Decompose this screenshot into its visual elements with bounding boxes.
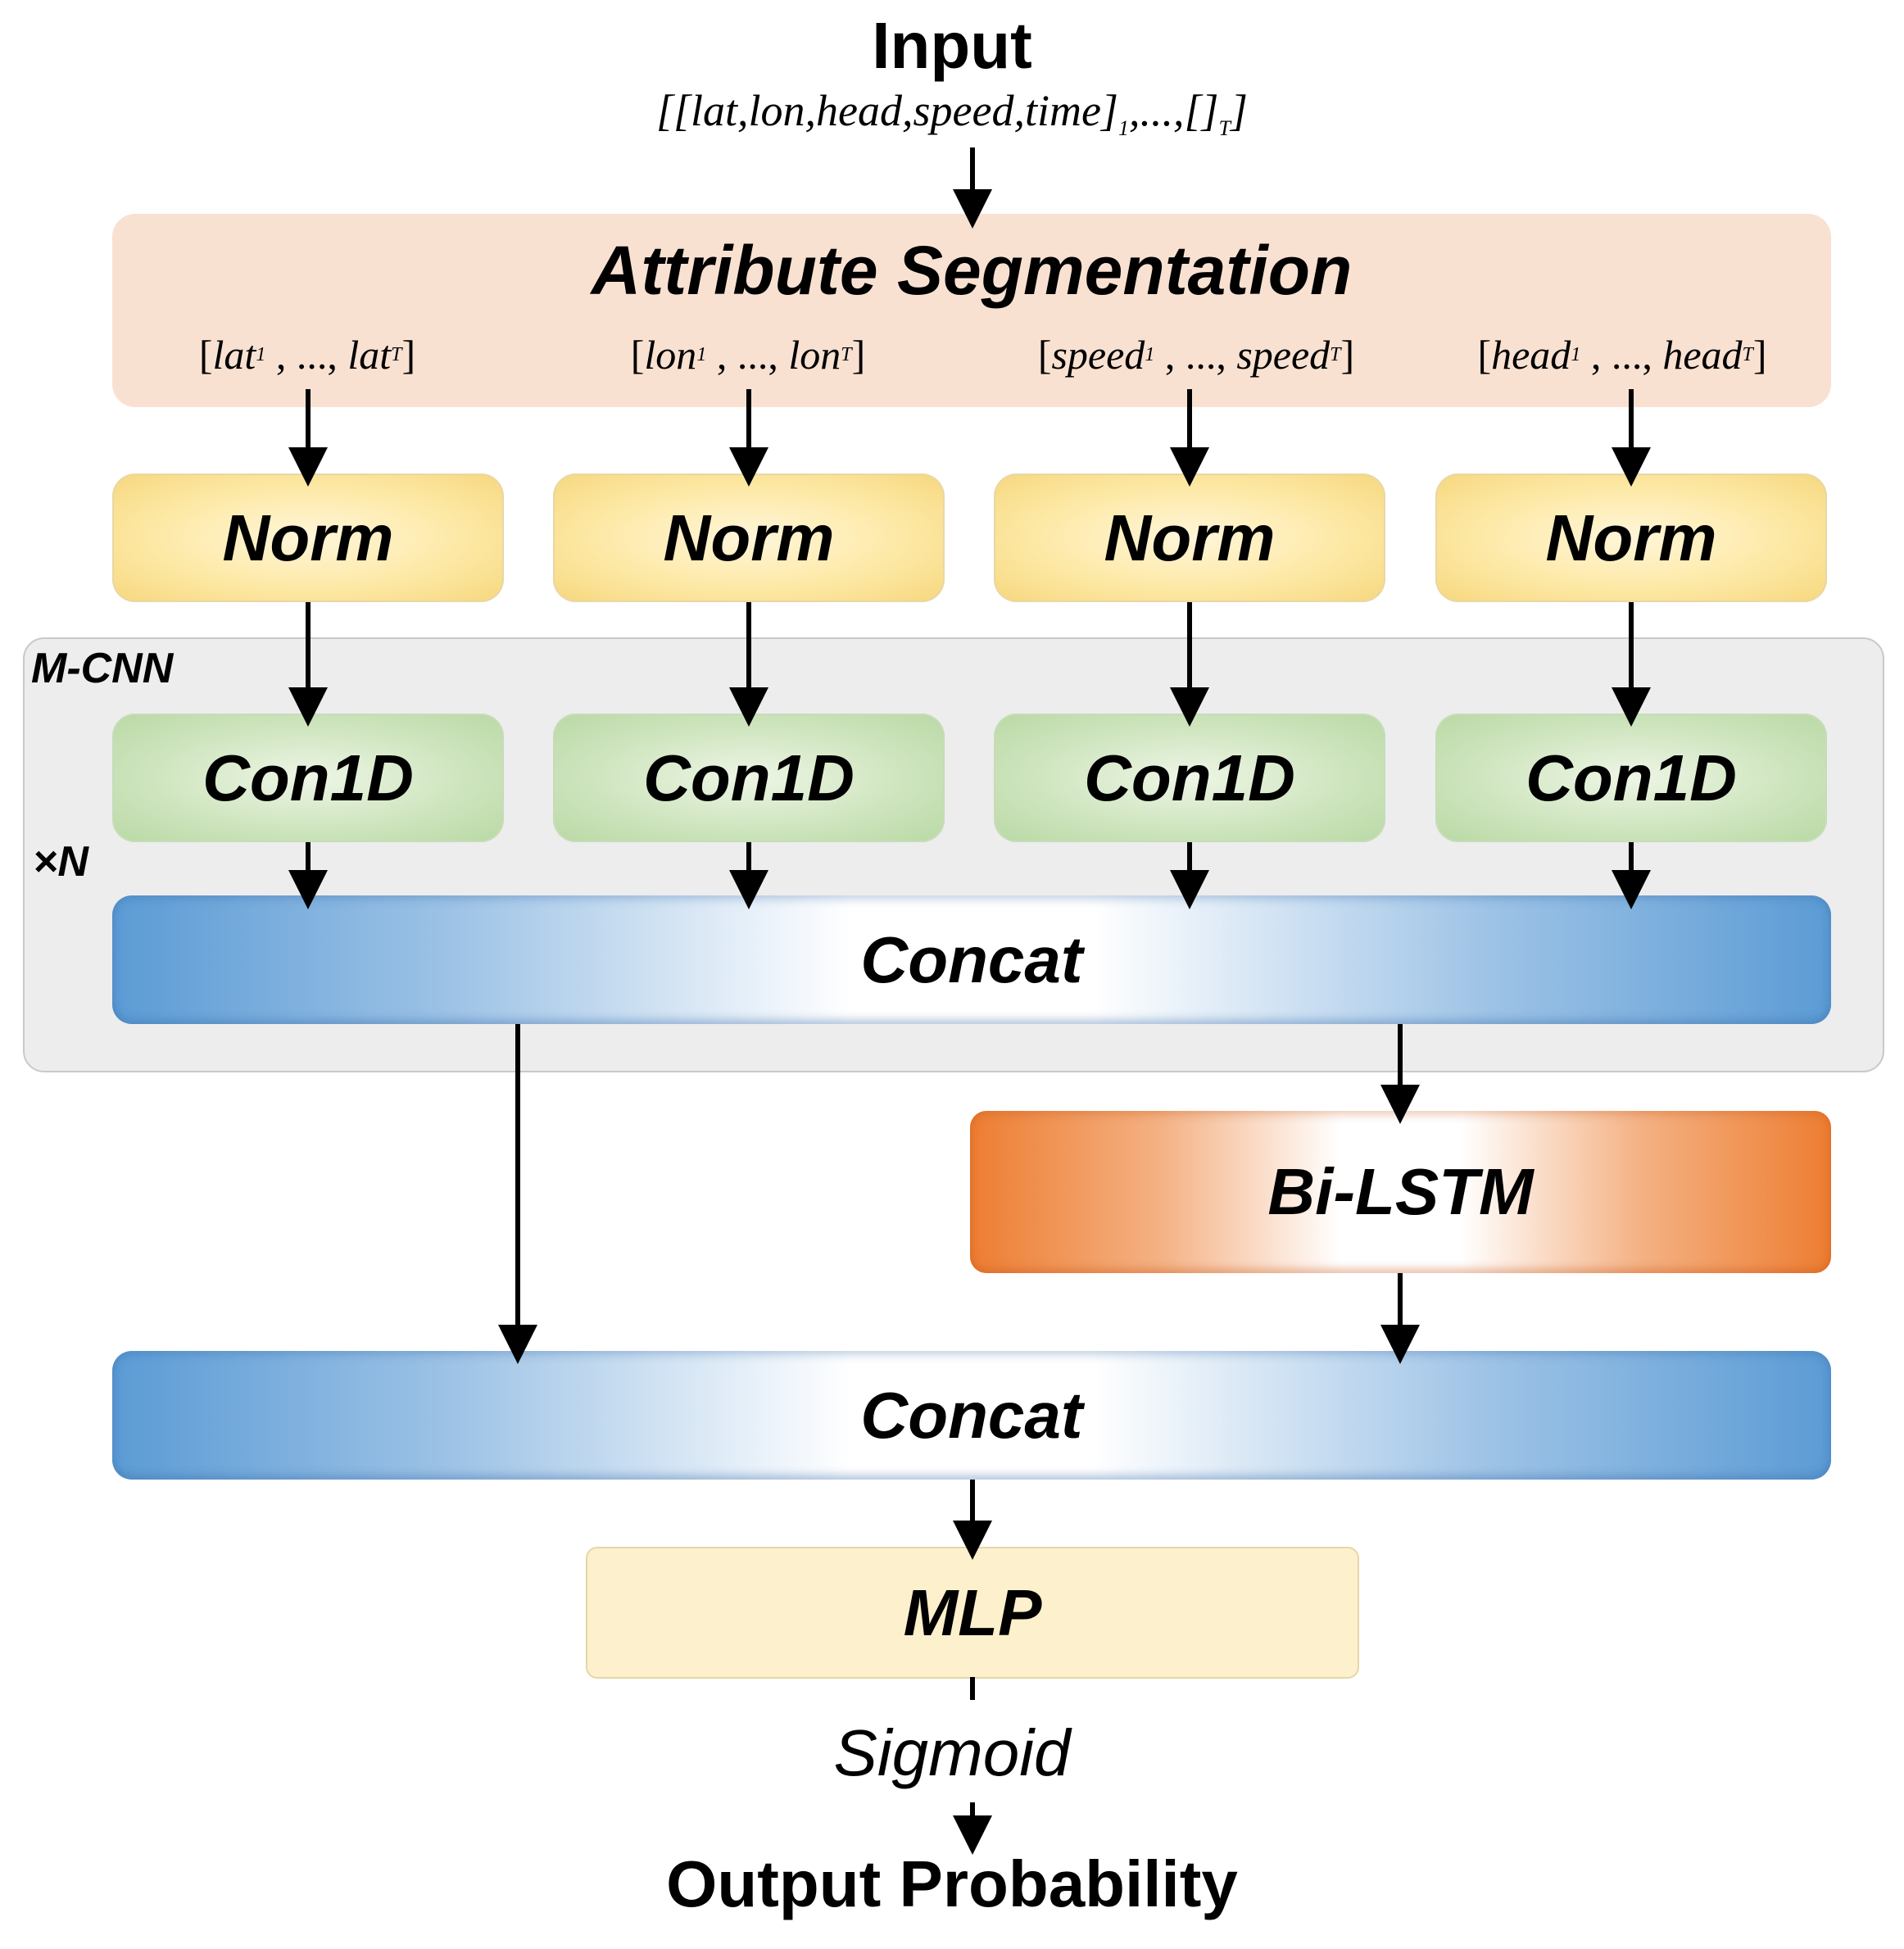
input-title: Input [872, 9, 1032, 82]
range-subT: T [841, 343, 852, 365]
input-formula-end: ] [1230, 86, 1248, 135]
norm-block-speed: Norm [994, 474, 1385, 602]
conv1d-block-speed: Con1D [994, 714, 1385, 842]
range-close: ] [401, 332, 416, 378]
conv1d-block-lat: Con1D [112, 714, 504, 842]
range-var2: head [1662, 332, 1743, 378]
range-open: [ [1477, 332, 1492, 378]
concat-block-mcnn: Concat [112, 895, 1831, 1024]
sigmoid-label: Sigmoid [833, 1716, 1071, 1789]
input-formula-mid: ,...,[] [1128, 86, 1219, 135]
range-subT: T [1742, 343, 1753, 365]
range-var2: lat [347, 332, 392, 378]
concat-block-final: Concat [112, 1351, 1831, 1480]
input-formula-main: [[lat,lon,head,speed,time] [656, 86, 1118, 135]
range-sep: , ..., [706, 332, 789, 378]
range-var: lat [212, 332, 256, 378]
norm-block-head: Norm [1435, 474, 1827, 602]
range-close: ] [1752, 332, 1767, 378]
range-sub1: 1 [1571, 343, 1581, 365]
conv1d-block-lon: Con1D [553, 714, 945, 842]
range-open: [ [198, 332, 213, 378]
bilstm-block: Bi-LSTM [970, 1111, 1831, 1273]
range-var: speed [1051, 332, 1145, 378]
range-var2: speed [1236, 332, 1331, 378]
range-var: head [1491, 332, 1571, 378]
range-sub1: 1 [696, 343, 707, 365]
mlp-block: MLP [586, 1547, 1359, 1679]
range-close: ] [1340, 332, 1355, 378]
range-sub1: 1 [1145, 343, 1155, 365]
norm-block-lon: Norm [553, 474, 945, 602]
range-subT: T [1330, 343, 1341, 365]
range-sep: , ..., [1580, 332, 1663, 378]
range-open: [ [630, 332, 645, 378]
range-sep: , ..., [1154, 332, 1237, 378]
output-probability-title: Output Probability [666, 1847, 1238, 1920]
range-sub1: 1 [256, 343, 266, 365]
input-formula: [[lat,lon,head,speed,time]1,...,[]T] [460, 85, 1444, 141]
range-var2: lon [788, 332, 841, 378]
range-close: ] [851, 332, 866, 378]
mcnn-label: M-CNN [31, 645, 174, 692]
conv1d-block-head: Con1D [1435, 714, 1827, 842]
norm-block-lat: Norm [112, 474, 504, 602]
attribute-segmentation-title: Attribute Segmentation [591, 231, 1353, 309]
range-subT: T [391, 343, 402, 365]
range-sep: , ..., [265, 332, 348, 378]
input-formula-sub1: 1 [1117, 116, 1129, 140]
range-var: lon [644, 332, 697, 378]
repeat-n-label: ×N [33, 838, 88, 886]
input-formula-subT: T [1218, 116, 1231, 140]
range-open: [ [1037, 332, 1052, 378]
attribute-segmentation-block [112, 214, 1831, 407]
